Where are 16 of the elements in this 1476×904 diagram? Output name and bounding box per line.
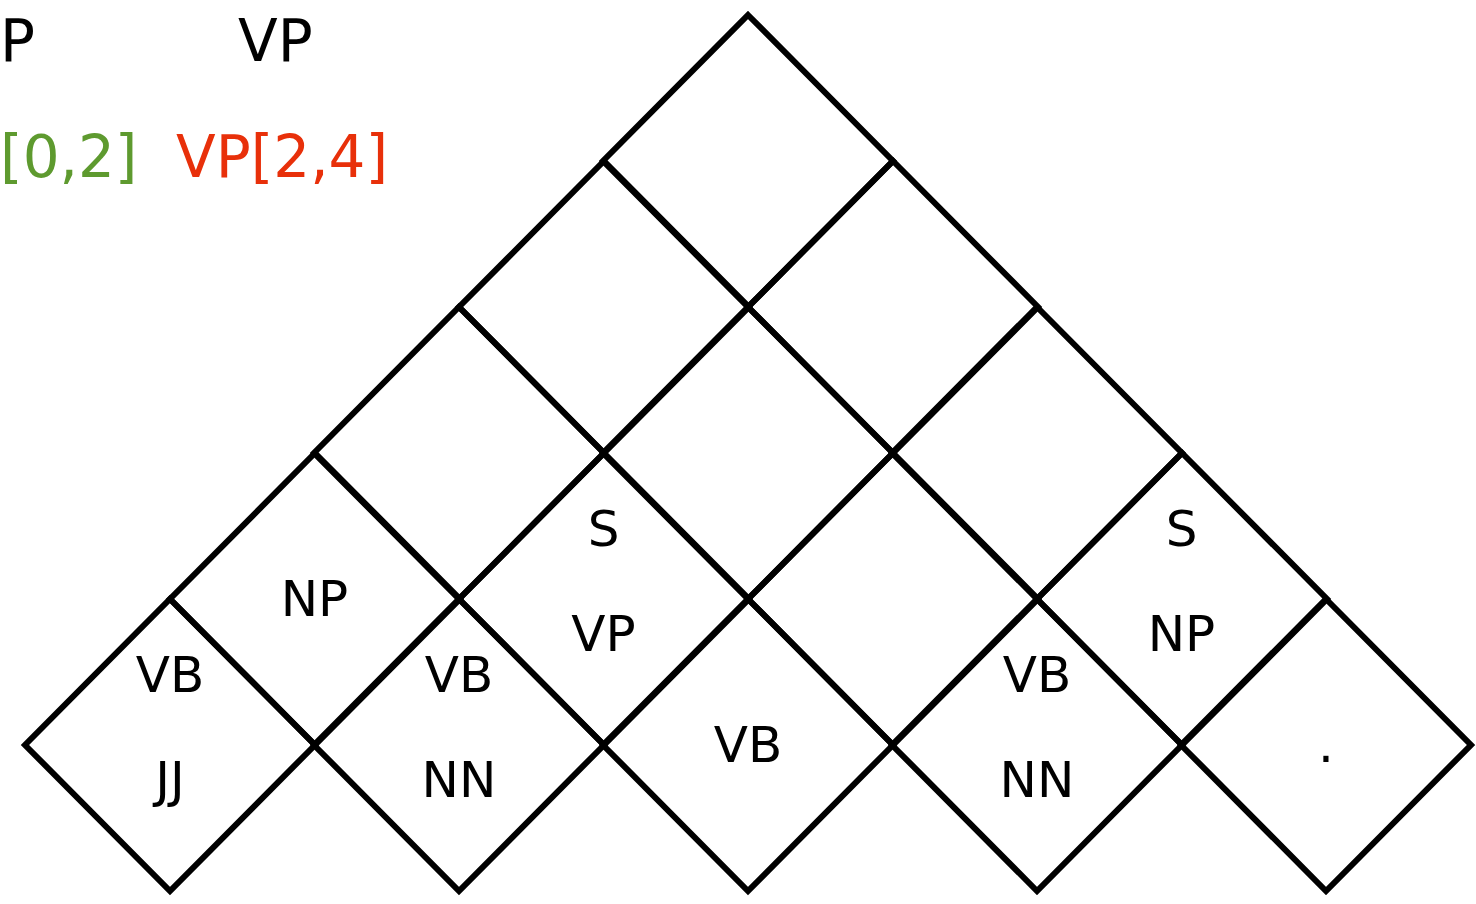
cell-label: NP — [280, 574, 349, 624]
cell-label: NN — [421, 755, 497, 805]
cell-label: VB — [1002, 650, 1072, 700]
cell-label: VB — [424, 650, 494, 700]
cell-label: VB — [713, 720, 783, 770]
category-label: P — [0, 12, 35, 70]
cell-label: NN — [999, 755, 1075, 805]
cell-label: S — [587, 504, 620, 554]
cell-label: S — [1165, 504, 1198, 554]
cell-label: NP — [1147, 609, 1216, 659]
category-label: VP[2,4] — [176, 128, 389, 186]
category-label: VP — [238, 12, 313, 70]
category-label: [0,2] — [0, 128, 138, 186]
cell-label: VB — [135, 650, 205, 700]
cell-label: VP — [571, 609, 636, 659]
cell-label: . — [1318, 720, 1334, 770]
